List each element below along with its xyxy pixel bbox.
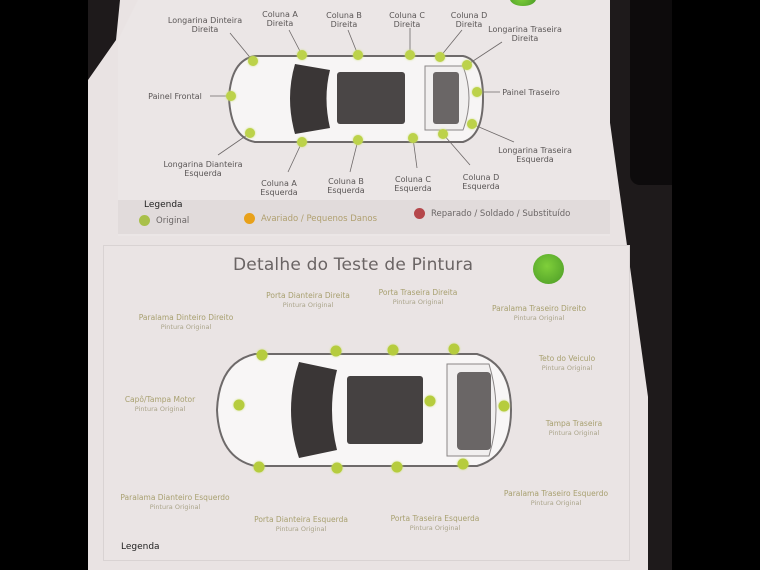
structure-legend-title: Legenda bbox=[144, 200, 183, 210]
marker-coluna-b-esquerda[interactable] bbox=[353, 135, 363, 145]
label-status: Pintura Original bbox=[275, 524, 327, 533]
label-text: Porta Dianteira Direita bbox=[266, 291, 350, 300]
marker-coluna-b-direita[interactable] bbox=[353, 50, 363, 60]
legend-repaired-dot-icon bbox=[414, 208, 425, 219]
label-text: Porta Traseira Esquerda bbox=[390, 514, 480, 523]
label-text: Tampa Traseira bbox=[545, 419, 603, 428]
marker-longarina-dianteira-direita[interactable] bbox=[248, 56, 258, 66]
label-text: Capô/Tampa Motor bbox=[124, 395, 196, 404]
label-status: Pintura Original bbox=[548, 428, 600, 437]
label-text: Paralama Traseiro Esquerdo bbox=[503, 489, 609, 498]
marker-porta-dianteira-esquerda[interactable] bbox=[331, 462, 343, 474]
legend-original-dot-icon bbox=[139, 215, 150, 226]
label-longarina-traseira-esquerda: Longarina Traseira Esquerda bbox=[498, 146, 572, 164]
dark-object bbox=[630, 0, 672, 185]
paint-legend-title: Legenda bbox=[121, 542, 160, 552]
label-coluna-d-esquerda: Coluna D Esquerda bbox=[462, 173, 500, 191]
label-coluna-b-direita: Coluna B Direita bbox=[326, 11, 362, 29]
label-status: Pintura Original bbox=[392, 297, 444, 306]
legend-repaired-label: Reparado / Soldado / Substituído bbox=[431, 208, 571, 219]
marker-porta-traseira-direita[interactable] bbox=[387, 344, 399, 356]
label-text: Porta Dianteira Esquerda bbox=[254, 515, 348, 524]
label-painel-traseiro: Painel Traseiro bbox=[502, 88, 560, 97]
marker-paralama-traseiro-direito[interactable] bbox=[448, 343, 460, 355]
status-badge-icon bbox=[510, 0, 536, 6]
marker-porta-traseira-esquerda[interactable] bbox=[391, 461, 403, 473]
label-coluna-c-direita: Coluna C Direita bbox=[389, 11, 425, 29]
legend-damaged-dot-icon bbox=[244, 213, 255, 224]
label-painel-frontal: Painel Frontal bbox=[148, 92, 202, 101]
label-status: Pintura Original bbox=[513, 313, 565, 322]
marker-tampa-traseira[interactable] bbox=[498, 400, 510, 412]
label-coluna-c-esquerda: Coluna C Esquerda bbox=[394, 175, 432, 193]
label-text: Teto do Veiculo bbox=[538, 354, 596, 363]
legend-repaired: Reparado / Soldado / Substituído bbox=[414, 208, 570, 219]
label-longarina-dianteira-direita: Longarina Dinteira Direita bbox=[167, 16, 243, 34]
marker-painel-traseiro[interactable] bbox=[472, 87, 482, 97]
legend-original-label: Original bbox=[156, 215, 190, 226]
label-text: Paralama Dianteiro Esquerdo bbox=[120, 493, 230, 502]
car-top-view-paint bbox=[215, 353, 513, 467]
label-coluna-b-esquerda: Coluna B Esquerda bbox=[327, 177, 365, 195]
marker-painel-frontal[interactable] bbox=[226, 91, 236, 101]
marker-coluna-c-esquerda[interactable] bbox=[408, 133, 418, 143]
label-coluna-d-direita: Coluna D Direita bbox=[450, 11, 488, 29]
label-text: Paralama Traseiro Direito bbox=[491, 304, 587, 313]
legend-damaged: Avariado / Pequenos Danos bbox=[244, 213, 377, 224]
label-longarina-traseira-direita: Longarina Traseira Direita bbox=[488, 25, 562, 43]
label-status: Pintura Original bbox=[282, 300, 334, 309]
label-status: Pintura Original bbox=[134, 404, 186, 413]
marker-teto-do-veiculo[interactable] bbox=[424, 395, 436, 407]
label-coluna-a-esquerda: Coluna A Esquerda bbox=[260, 179, 298, 197]
marker-paralama-dianteiro-esquerdo[interactable] bbox=[253, 461, 265, 473]
marker-coluna-c-direita[interactable] bbox=[405, 50, 415, 60]
label-status: Pintura Original bbox=[149, 502, 201, 511]
label-status: Pintura Original bbox=[409, 523, 461, 532]
label-text: Porta Traseira Direita bbox=[378, 288, 458, 297]
label-status: Pintura Original bbox=[541, 363, 593, 372]
legend-damaged-label: Avariado / Pequenos Danos bbox=[261, 213, 378, 224]
marker-longarina-traseira-esquerda[interactable] bbox=[467, 119, 477, 129]
marker-longarina-traseira-direita[interactable] bbox=[462, 60, 472, 70]
paint-test-title: Detalhe do Teste de Pintura bbox=[233, 255, 474, 275]
marker-coluna-d-esquerda[interactable] bbox=[438, 129, 448, 139]
marker-paralama-dianteiro-direito[interactable] bbox=[256, 349, 268, 361]
marker-longarina-dianteira-esquerda[interactable] bbox=[245, 128, 255, 138]
label-text: Paralama Dinteiro Direito bbox=[138, 313, 234, 322]
label-status: Pintura Original bbox=[160, 322, 212, 331]
marker-coluna-d-direita[interactable] bbox=[435, 52, 445, 62]
marker-porta-dianteira-direita[interactable] bbox=[330, 345, 342, 357]
label-longarina-dianteira-esquerda: Longarina Dianteira Esquerda bbox=[163, 160, 243, 178]
marker-coluna-a-esquerda[interactable] bbox=[297, 137, 307, 147]
label-status: Pintura Original bbox=[530, 498, 582, 507]
marker-capo-tampa-motor[interactable] bbox=[233, 399, 245, 411]
marker-coluna-a-direita[interactable] bbox=[297, 50, 307, 60]
label-coluna-a-direita: Coluna A Direita bbox=[262, 10, 298, 28]
structure-legend-bar bbox=[118, 200, 610, 234]
status-badge-icon bbox=[533, 254, 564, 284]
legend-original: Original bbox=[139, 215, 189, 226]
marker-paralama-traseiro-esquerdo[interactable] bbox=[457, 458, 469, 470]
car-top-view-structure bbox=[227, 55, 485, 143]
